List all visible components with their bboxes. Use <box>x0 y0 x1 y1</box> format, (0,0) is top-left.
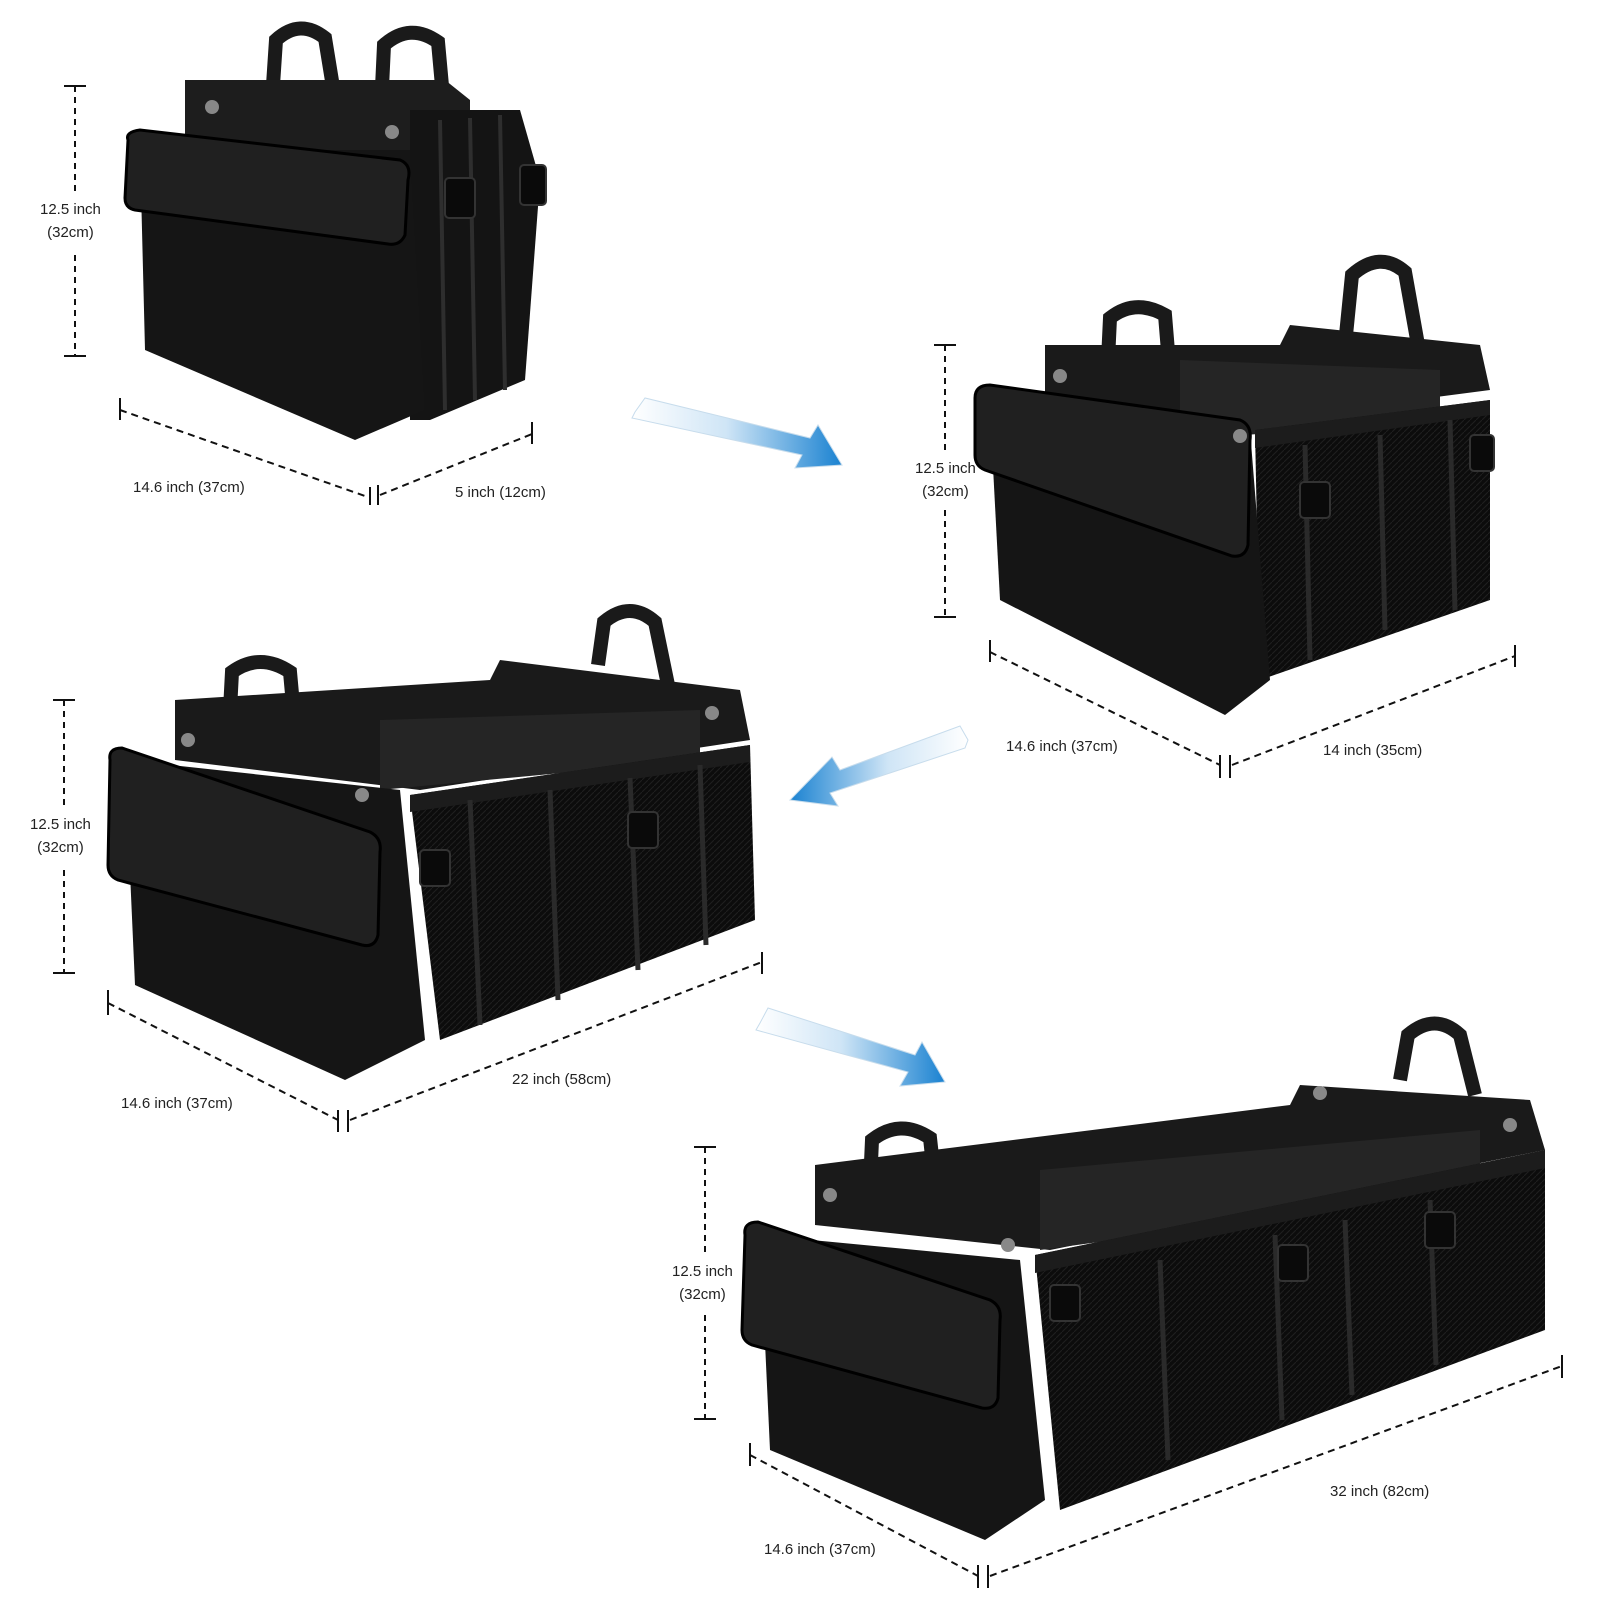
stage2-height-label: 12.5 inch (32cm) <box>915 457 976 503</box>
height-inch-text: 12.5 inch <box>40 201 101 218</box>
height-inch-text: 12.5 inch <box>672 1263 733 1280</box>
height-cm-text: (32cm) <box>37 839 84 856</box>
bag-expanded-icon <box>740 1016 1545 1540</box>
stage3-width-label: 14.6 inch (37cm) <box>121 1095 233 1112</box>
stage1-height-label: 12.5 inch (32cm) <box>40 198 101 244</box>
height-cm-text: (32cm) <box>922 483 969 500</box>
stage4-height-label: 12.5 inch (32cm) <box>672 1260 733 1306</box>
stage3-height-label: 12.5 inch (32cm) <box>30 813 91 859</box>
stage1-width-label: 14.6 inch (37cm) <box>133 479 245 496</box>
bag-expanded-icon <box>106 604 755 1080</box>
stage3-length-label: 22 inch (58cm) <box>512 1071 612 1088</box>
stage4-length-label: 32 inch (82cm) <box>1330 1483 1430 1500</box>
stage4-width-label: 14.6 inch (37cm) <box>764 1541 876 1558</box>
height-cm-text: (32cm) <box>47 224 94 241</box>
dimension-lines <box>53 85 1563 1588</box>
bag-expanded-icon <box>973 254 1495 715</box>
height-cm-text: (32cm) <box>679 1286 726 1303</box>
stage2-length-label: 14 inch (35cm) <box>1323 742 1423 759</box>
height-inch-text: 12.5 inch <box>915 460 976 477</box>
bag-collapsed-icon <box>123 21 547 440</box>
arrow-right-down-icon <box>755 1007 946 1087</box>
arrow-right-down-icon <box>631 397 843 469</box>
stage2-width-label: 14.6 inch (37cm) <box>1006 738 1118 755</box>
arrow-left-down-icon <box>788 725 969 807</box>
height-inch-text: 12.5 inch <box>30 816 91 833</box>
stage1-length-label: 5 inch (12cm) <box>455 484 546 501</box>
